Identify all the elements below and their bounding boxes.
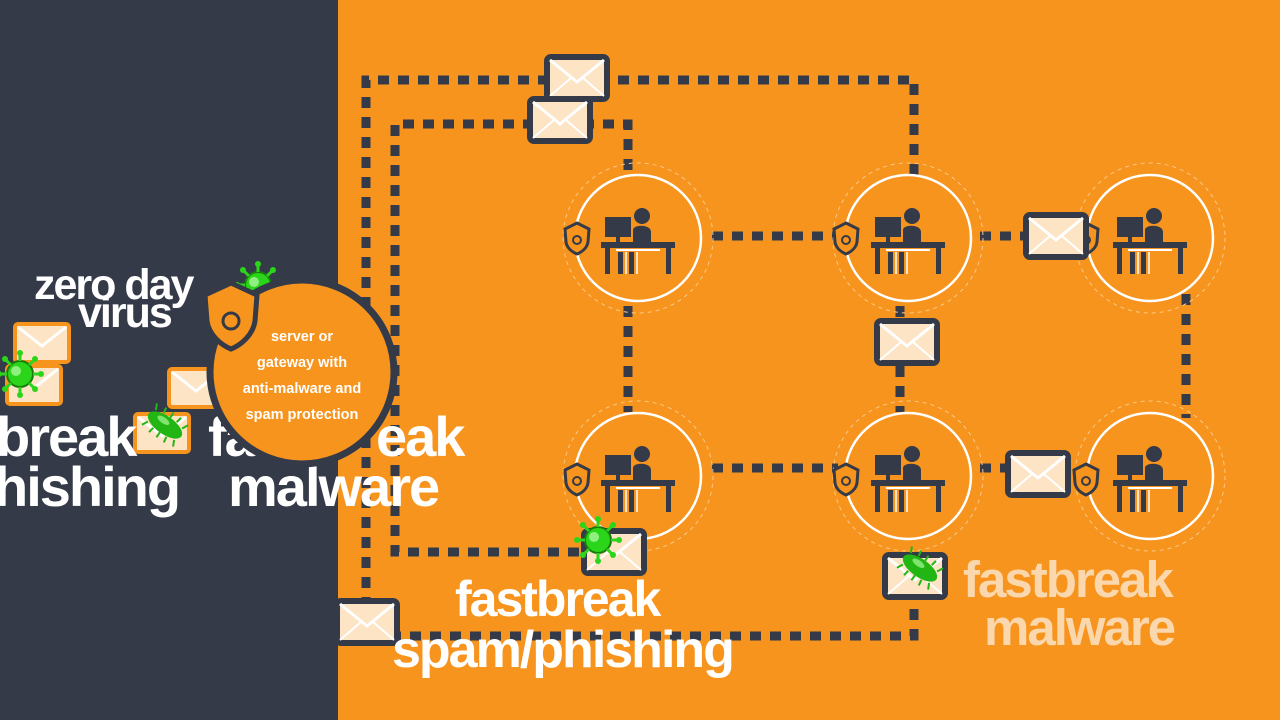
- inner-left-loop: [390, 119, 633, 557]
- envelope-icon: [337, 601, 397, 643]
- left-phishing-label: hishing: [0, 455, 181, 518]
- left-break-label: break: [0, 405, 137, 468]
- workstation-top-1[interactable]: [562, 162, 714, 314]
- server-line-3: anti-malware and: [242, 381, 362, 397]
- server-line-1: server or: [270, 329, 334, 345]
- workstation-top-3[interactable]: [1072, 162, 1226, 314]
- envelope-icon: [547, 57, 607, 99]
- server-line-4: spam protection: [245, 407, 359, 423]
- shield-icon: [832, 462, 860, 497]
- envelope-icon: [877, 321, 937, 363]
- workstation-bottom-2[interactable]: [832, 400, 984, 552]
- mid-break-suffix-label: eak: [376, 405, 465, 468]
- virus-label: virus: [78, 289, 173, 337]
- workstation-top-2[interactable]: [832, 162, 984, 314]
- zero-day-label: zero day: [34, 261, 194, 309]
- envelope-icon: [1026, 215, 1086, 257]
- envelope-icon: [530, 99, 590, 141]
- mid-malware-label: malware: [228, 455, 440, 518]
- shield-icon: [202, 280, 260, 352]
- server-gateway-node[interactable]: [198, 280, 398, 480]
- envelope-icon: [13, 322, 71, 364]
- bottom-fastbreak-label: fastbreak: [455, 571, 661, 627]
- workstation-bottom-1[interactable]: [562, 400, 714, 552]
- server-description: server or gateway with anti-malware and …: [216, 324, 388, 428]
- right-malware-label: malware: [984, 599, 1176, 656]
- workstation-bottom-3[interactable]: [1072, 400, 1226, 552]
- right-fastbreak-label: fastbreak: [963, 551, 1174, 608]
- virus-icon: [572, 514, 624, 566]
- shield-icon: [563, 221, 591, 256]
- envelope-icon: [1008, 453, 1068, 495]
- shield-icon: [563, 462, 591, 497]
- shield-icon: [1072, 462, 1100, 497]
- shield-icon: [832, 221, 860, 256]
- bottom-loop: [361, 568, 919, 641]
- bottom-spam-phishing-label: spam/phishing: [392, 621, 735, 679]
- server-line-2: gateway with: [256, 355, 348, 371]
